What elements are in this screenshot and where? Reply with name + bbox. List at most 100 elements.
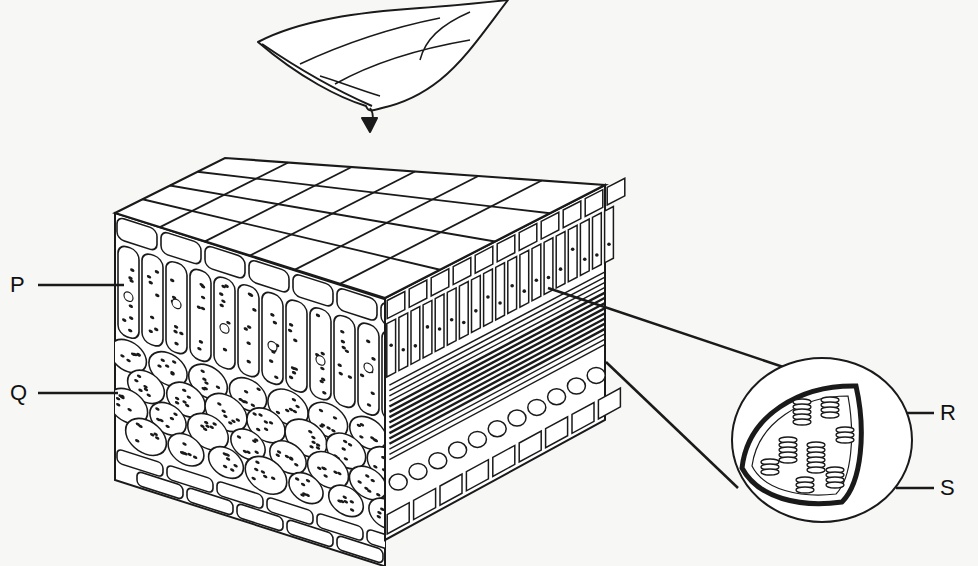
lower-epidermis-cell <box>572 403 594 434</box>
chloroplast-dot <box>337 499 341 503</box>
chloroplast-dot <box>204 381 208 385</box>
chloroplast-dot <box>182 388 186 392</box>
nucleus <box>316 354 325 366</box>
chloroplast-dot <box>319 424 323 428</box>
chloroplast-dot <box>174 325 178 330</box>
nucleus <box>172 298 181 310</box>
chloroplast-dot <box>200 369 204 373</box>
palisade-cell <box>190 267 211 364</box>
palisade-cell <box>310 305 331 402</box>
granum-disc <box>779 457 797 463</box>
chloroplast-dot <box>571 247 575 251</box>
chloroplast-dot <box>175 401 179 405</box>
chloroplast-dot <box>237 435 241 439</box>
chloroplast-dot <box>126 358 130 362</box>
vein-line <box>389 298 605 412</box>
palisade-cell <box>593 213 602 269</box>
chloroplast-dot <box>343 439 347 443</box>
chloroplast-dot <box>316 313 320 318</box>
chloroplast-dot <box>264 420 268 424</box>
nucleus <box>124 291 133 303</box>
chloroplast-dot <box>474 309 478 313</box>
chloroplast-dot <box>182 442 186 446</box>
palisade-cell <box>459 282 468 339</box>
lower-epidermis-cell <box>519 431 541 462</box>
chloroplast-dot <box>221 409 225 413</box>
chloroplast-dot <box>122 318 126 323</box>
chloroplast-dot <box>486 295 490 299</box>
chloroplast-dot <box>252 439 256 443</box>
chloroplast-dot <box>254 467 258 471</box>
spongy-cell <box>369 494 385 534</box>
chloroplast-dot <box>258 413 262 417</box>
vein-line <box>389 344 605 459</box>
chloroplast-dot <box>180 451 184 455</box>
chloroplast-dot <box>187 452 191 456</box>
chloroplast-dot <box>607 242 611 246</box>
chloroplast-dot <box>172 360 176 364</box>
chloroplast-dot <box>269 359 273 364</box>
chloroplast-dot <box>134 378 138 382</box>
chloroplast-dot <box>311 440 315 444</box>
chloroplast-dot <box>173 412 177 416</box>
spongy-cell <box>548 389 566 405</box>
chloroplast-dot <box>261 470 265 474</box>
chloroplast-dot <box>289 323 293 328</box>
chloroplast-dot <box>302 492 306 496</box>
palisade-cell <box>423 300 432 358</box>
chloroplast-dot <box>401 348 405 352</box>
chloroplast-dot <box>233 464 237 468</box>
granum-disc <box>761 469 779 475</box>
chloroplast-dot <box>269 421 273 425</box>
palisade-cell <box>238 282 259 379</box>
chloroplast-dot <box>271 476 275 480</box>
chloroplast-dot <box>376 493 380 497</box>
chloroplast-dot <box>306 478 310 482</box>
palisade-cell <box>472 275 481 332</box>
chloroplast-dot <box>251 476 255 480</box>
granum-disc <box>793 419 811 425</box>
chloroplast-dot <box>155 293 159 298</box>
top-face <box>115 158 605 298</box>
chloroplast-dot <box>317 466 321 470</box>
chloroplast-dot <box>220 303 224 308</box>
chloroplast-dot <box>322 390 326 395</box>
chloroplast-dot <box>225 453 229 457</box>
chloroplast-dot <box>256 427 260 431</box>
chloroplast-dot <box>224 284 228 289</box>
chloroplast-dot <box>199 340 203 345</box>
granum-disc <box>826 482 844 488</box>
chloroplast-dot <box>367 489 371 493</box>
palisade-cell <box>605 207 614 263</box>
chloroplast-dot <box>357 480 361 484</box>
chloroplast-dot <box>165 424 169 428</box>
chloroplast-dot <box>246 341 250 346</box>
chloroplast-dot <box>522 289 526 293</box>
chloroplast-dot <box>165 364 169 368</box>
chloroplast-dot <box>371 478 375 482</box>
chloroplast-dot <box>185 403 189 407</box>
chloroplast-dot <box>247 359 251 364</box>
vein-line <box>389 277 605 390</box>
spongy-cell <box>429 453 447 469</box>
lower-epidermis-cell <box>367 529 385 558</box>
palisade-cell <box>520 250 529 307</box>
chloroplast-dot <box>147 274 151 279</box>
spongy-cell <box>508 410 526 426</box>
chloroplast-dot <box>498 301 502 305</box>
chloroplast-dot <box>319 379 323 384</box>
spongy-cell <box>389 474 407 490</box>
chloroplast-dot <box>285 454 289 458</box>
chloroplast-dot <box>255 460 259 464</box>
chloroplast-dot <box>155 436 159 440</box>
chloroplast-dot <box>389 343 393 347</box>
chloroplast-dot <box>291 366 295 371</box>
chloroplast-dot <box>187 395 191 399</box>
palisade-cell <box>358 321 379 418</box>
part-label: S <box>940 477 955 499</box>
lower-epidermis-cell <box>414 488 436 519</box>
magnified-circle <box>732 358 912 522</box>
chloroplast-dot <box>159 418 163 422</box>
chloroplast-dot <box>157 364 161 368</box>
chloroplast-dot <box>136 422 140 426</box>
